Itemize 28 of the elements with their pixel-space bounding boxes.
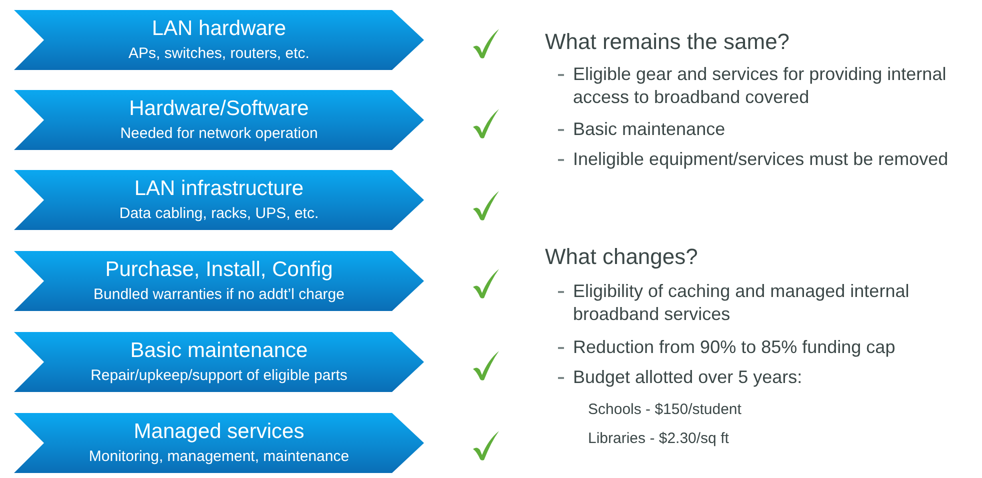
sub-item-text: Schools - $150/student bbox=[588, 400, 742, 420]
bullet-text: Ineligible equipment/services must be removed bbox=[573, 148, 950, 171]
chevron-band bbox=[14, 170, 424, 230]
section-heading: What remains the same? bbox=[545, 28, 790, 56]
bullet-text: Eligible gear and services for providing internal access to broadband covered bbox=[573, 63, 948, 109]
band-subtitle: Repair/upkeep/support of eligible parts bbox=[90, 366, 348, 386]
sub-item-text: Libraries - $2.30/sq ft bbox=[588, 429, 729, 449]
band-title: Managed services bbox=[134, 419, 304, 445]
chevron-band bbox=[14, 413, 424, 473]
band-subtitle: Data cabling, racks, UPS, etc. bbox=[119, 204, 319, 224]
bullet-text: Basic maintenance bbox=[573, 118, 726, 141]
band-title: LAN hardware bbox=[152, 16, 286, 42]
band-subtitle: Monitoring, management, maintenance bbox=[88, 447, 350, 467]
chevron-band bbox=[14, 251, 424, 311]
bullet-text: Eligibility of caching and managed internal broadband services bbox=[573, 280, 910, 326]
section-heading: What changes? bbox=[545, 243, 698, 271]
chevron-band bbox=[14, 90, 424, 150]
band-title: Hardware/Software bbox=[129, 96, 309, 122]
band-subtitle: Bundled warranties if no addt’l charge bbox=[94, 285, 344, 305]
band-title: Purchase, Install, Config bbox=[105, 257, 333, 283]
bullet-text: Budget allotted over 5 years: bbox=[573, 366, 804, 389]
chevron-band bbox=[14, 332, 424, 392]
band-subtitle: APs, switches, routers, etc. bbox=[128, 44, 310, 64]
chevron-band bbox=[14, 10, 424, 70]
band-title: LAN infrastructure bbox=[134, 176, 304, 202]
band-title: Basic maintenance bbox=[130, 338, 308, 364]
bullet-text: Reduction from 90% to 85% funding cap bbox=[573, 336, 896, 359]
band-subtitle: Needed for network operation bbox=[120, 124, 318, 144]
